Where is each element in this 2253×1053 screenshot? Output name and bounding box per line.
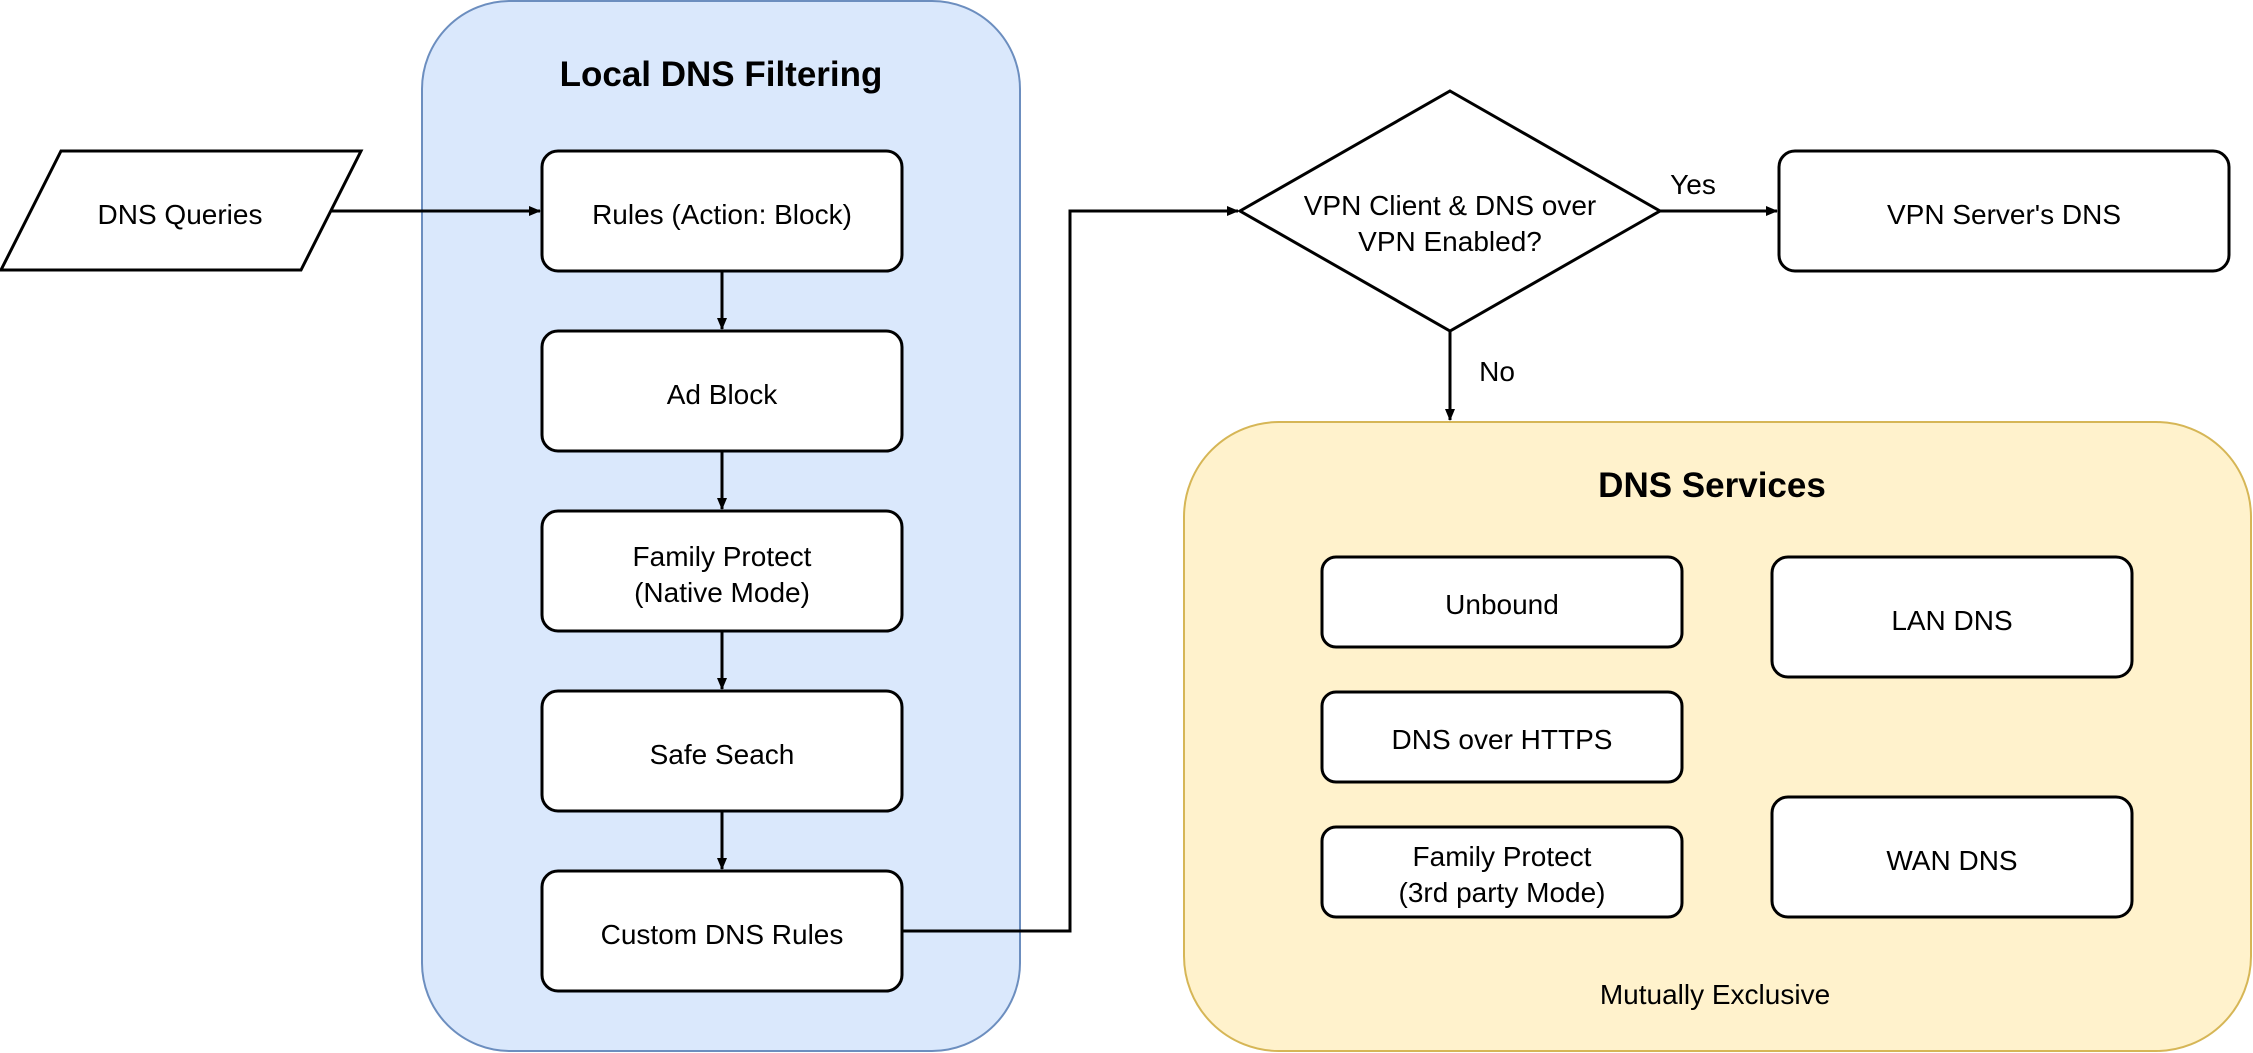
connectors: Yes No [331, 169, 1778, 933]
edge-custom-to-decision [902, 206, 1239, 933]
vpn-server-dns-node: VPN Server's DNS [1777, 149, 2231, 273]
vpn-decision-line1: VPN Client & DNS over [1304, 190, 1597, 221]
unbound-node: Unbound [1320, 555, 1684, 649]
yes-edge-label: Yes [1670, 169, 1716, 200]
dns-over-https-node: DNS over HTTPS [1320, 690, 1684, 784]
lan-dns-label: LAN DNS [1891, 605, 2012, 636]
dns-queries-node: DNS Queries [0, 149, 364, 272]
lan-dns-box [1770, 555, 2134, 679]
lan-dns-node: LAN DNS [1770, 555, 2134, 679]
ad-block-label: Ad Block [667, 379, 778, 410]
vpn-server-dns-box [1777, 149, 2231, 273]
ad-block-node: Ad Block [540, 329, 904, 453]
family-protect-3rd-party-box [1320, 825, 1684, 919]
unbound-box [1320, 555, 1684, 649]
dns-over-https-box [1320, 690, 1684, 784]
wan-dns-box [1770, 795, 2134, 919]
rules-action-block-node: Rules (Action: Block) [540, 149, 904, 273]
no-edge-label: No [1479, 356, 1515, 387]
dns-services-title: DNS Services [1598, 466, 1826, 505]
family-protect-3rd-party-line2: (3rd party Mode) [1399, 877, 1606, 908]
dns-queries-shape [0, 149, 364, 272]
vpn-decision-line2: VPN Enabled? [1358, 226, 1542, 257]
dns-over-https-label: DNS over HTTPS [1392, 724, 1613, 755]
safe-search-node: Safe Seach [540, 689, 904, 813]
custom-dns-rules-node: Custom DNS Rules [540, 869, 904, 993]
wan-dns-label: WAN DNS [1886, 845, 2017, 876]
safe-search-label: Safe Seach [650, 739, 795, 770]
family-protect-native-line2: (Native Mode) [634, 577, 810, 608]
unbound-label: Unbound [1445, 589, 1559, 620]
family-protect-3rd-party-line1: Family Protect [1413, 841, 1592, 872]
mutually-exclusive-label: Mutually Exclusive [1600, 979, 1830, 1010]
local-dns-filtering-border [421, 0, 1021, 1052]
family-protect-native-line1: Family Protect [633, 541, 812, 572]
custom-dns-rules-label: Custom DNS Rules [601, 919, 844, 950]
vpn-server-dns-label: VPN Server's DNS [1887, 199, 2121, 230]
rules-action-block-label: Rules (Action: Block) [592, 199, 852, 230]
vpn-decision-node: VPN Client & DNS over VPN Enabled? [1236, 89, 1664, 333]
wan-dns-node: WAN DNS [1770, 795, 2134, 919]
dns-queries-label: DNS Queries [98, 199, 263, 230]
family-protect-3rd-party-node: Family Protect (3rd party Mode) [1320, 825, 1684, 919]
family-protect-native-node: Family Protect (Native Mode) [540, 509, 904, 633]
dns-services-border [1183, 421, 2252, 1052]
local-dns-filtering-title: Local DNS Filtering [560, 55, 883, 94]
